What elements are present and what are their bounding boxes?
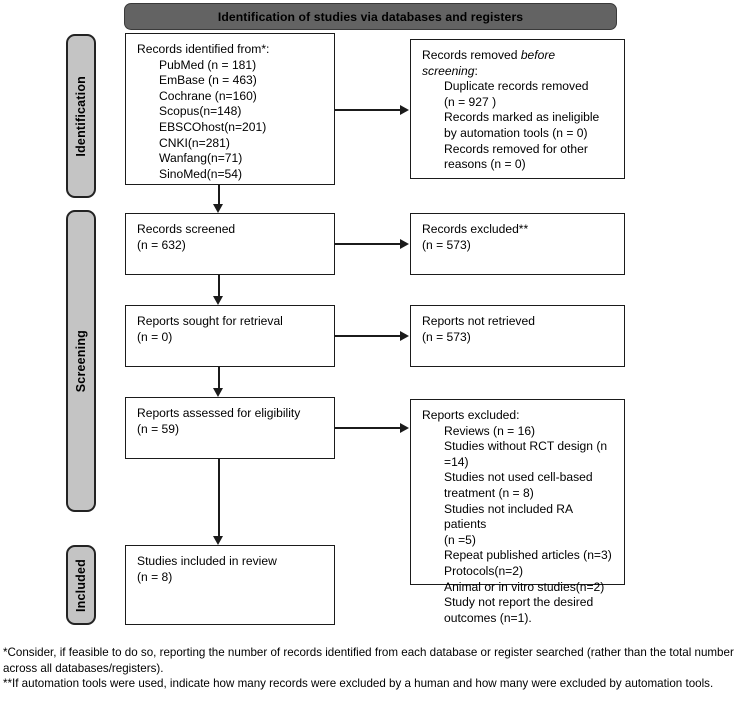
stage-label-identification: Identification <box>74 75 88 157</box>
removed-duplicates-count: (n = 927 ) <box>444 94 497 109</box>
connector-sought-to-assessed <box>218 367 220 389</box>
source-pubmed: PubMed (n = 181) <box>159 57 257 72</box>
box-reports-excluded: Reports excluded: Reviews (n = 16) Studi… <box>410 399 625 625</box>
connector-screened-to-sought <box>218 275 220 296</box>
box-records-removed-before-screening: Records removed before screening: Duplic… <box>410 39 625 179</box>
connector-screened-to-excluded <box>335 243 401 245</box>
arrowhead-sought-to-assessed <box>213 388 223 397</box>
footnote-single-asterisk: *Consider, if feasible to do so, reporti… <box>3 646 734 675</box>
source-ebscohost: EBSCOhost(n=201) <box>159 119 267 134</box>
arrowhead-assessed-to-included <box>213 536 223 545</box>
source-sinomed: SinoMed(n=54) <box>159 166 243 181</box>
removed-other-label: Records removed for other <box>444 141 588 156</box>
diagram-header-title: Identification of studies via databases … <box>217 9 524 24</box>
source-wanfang: Wanfang(n=71) <box>159 151 243 166</box>
reports-sought-label: Reports sought for retrieval <box>137 314 283 328</box>
removed-ineligible-count: by automation tools (n = 0) <box>444 125 588 140</box>
source-embase: EmBase (n = 463) <box>159 73 257 88</box>
reason-not-cell-based-line1: Studies not used cell-based <box>444 470 593 485</box>
box-studies-included-in-review: Studies included in review (n = 8) <box>125 545 335 625</box>
records-excluded-count: (n = 573) <box>422 237 471 252</box>
reason-reviews: Reviews (n = 16) <box>444 423 536 438</box>
arrowhead-screened-to-excluded <box>400 239 409 249</box>
box-records-excluded: Records excluded** (n = 573) <box>410 213 625 275</box>
reports-not-retrieved-count: (n = 573) <box>422 329 471 344</box>
arrowhead-identified-to-removed <box>400 105 409 115</box>
footnote-double-asterisk: **If automation tools were used, indicat… <box>3 677 714 690</box>
studies-included-count: (n = 8) <box>137 569 173 584</box>
removed-heading-italic: before <box>520 48 556 62</box>
box-reports-assessed-for-eligibility: Reports assessed for eligibility (n = 59… <box>125 397 335 459</box>
removed-ineligible-label: Records marked as ineligible <box>444 110 600 125</box>
box-records-removed-heading-line2: screening: <box>422 64 615 80</box>
source-cnki: CNKI(n=281) <box>159 135 230 150</box>
reason-animal-in-vitro: Animal or in vitro studies(n=2) <box>444 579 605 594</box>
reason-no-desired-outcomes-line2: outcomes (n=1). <box>444 610 532 625</box>
source-scopus: Scopus(n=148) <box>159 104 242 119</box>
stage-sidebar-included: Included <box>66 545 96 625</box>
reason-no-rct-design-line1: Studies without RCT design (n <box>444 439 608 454</box>
connector-identified-to-screened <box>218 185 220 205</box>
removed-heading-post: : <box>474 63 478 78</box>
reports-sought-count: (n = 0) <box>137 329 173 344</box>
records-screened-label: Records screened <box>137 222 236 236</box>
stage-label-screening: Screening <box>74 329 88 393</box>
removed-duplicates-label: Duplicate records removed <box>444 79 589 94</box>
reason-not-cell-based-line2: treatment (n = 8) <box>444 485 534 500</box>
connector-sought-to-not-retrieved <box>335 335 401 337</box>
removed-heading-pre: Records removed <box>422 48 521 62</box>
box-records-screened: Records screened (n = 632) <box>125 213 335 275</box>
arrowhead-sought-to-not-retrieved <box>400 331 409 341</box>
records-excluded-label: Records excluded** <box>422 222 529 236</box>
records-screened-count: (n = 632) <box>137 237 186 252</box>
stage-sidebar-screening: Screening <box>66 210 96 512</box>
box-reports-not-retrieved: Reports not retrieved (n = 573) <box>410 305 625 367</box>
source-cochrane: Cochrane (n=160) <box>159 88 257 103</box>
arrowhead-screened-to-sought <box>213 296 223 305</box>
reason-repeat-published: Repeat published articles (n=3) <box>444 548 612 563</box>
studies-included-label: Studies included in review <box>137 554 277 568</box>
reason-not-ra-patients-line2: (n =5) <box>444 532 476 547</box>
box-records-removed-heading-line1: Records removed before <box>422 48 615 64</box>
removed-other-count: reasons (n = 0) <box>444 157 526 172</box>
removed-heading-italic2: screening <box>422 63 475 78</box>
reports-excluded-heading: Reports excluded: <box>422 408 520 422</box>
box-reports-sought-for-retrieval: Reports sought for retrieval (n = 0) <box>125 305 335 367</box>
reports-not-retrieved-label: Reports not retrieved <box>422 314 535 328</box>
reports-assessed-label: Reports assessed for eligibility <box>137 406 301 420</box>
connector-identified-to-removed <box>335 109 401 111</box>
arrowhead-assessed-to-reports-excluded <box>400 423 409 433</box>
diagram-header-banner: Identification of studies via databases … <box>124 3 617 30</box>
reason-no-rct-design-line2: =14) <box>444 454 469 469</box>
connector-assessed-to-included <box>218 459 220 536</box>
reason-not-ra-patients-line1: Studies not included RA patients <box>444 501 573 532</box>
connector-assessed-to-reports-excluded <box>335 427 401 429</box>
box-records-identified: Records identified from*: PubMed (n = 18… <box>125 33 335 185</box>
arrowhead-identified-to-screened <box>213 204 223 213</box>
reason-protocols: Protocols(n=2) <box>444 563 523 578</box>
box-records-identified-heading: Records identified from*: <box>137 42 270 56</box>
reports-assessed-count: (n = 59) <box>137 421 180 436</box>
stage-sidebar-identification: Identification <box>66 34 96 198</box>
stage-label-included: Included <box>74 558 88 612</box>
reason-no-desired-outcomes-line1: Study not report the desired <box>444 595 594 610</box>
